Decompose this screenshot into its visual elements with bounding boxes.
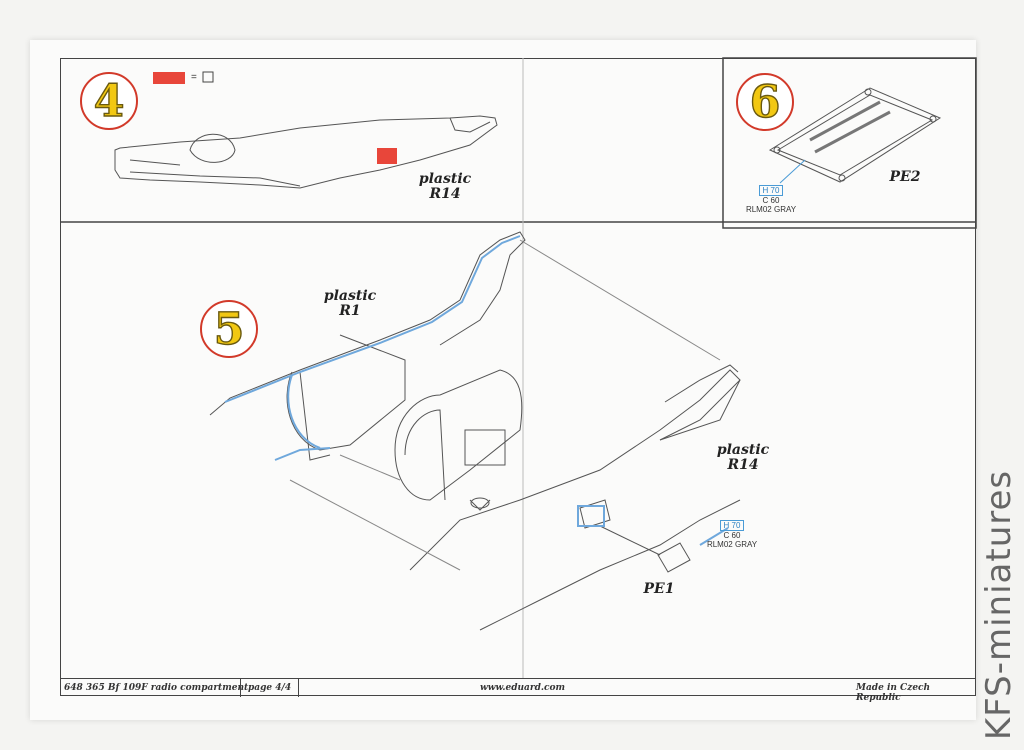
- footer-separator: [298, 679, 299, 697]
- step6-paint-hobby: H 70: [758, 185, 784, 197]
- footer-page: page 4/4: [248, 683, 292, 693]
- footer-separator: [240, 679, 241, 697]
- step6-paint-acrylic: C 60: [762, 196, 780, 206]
- step5-paint-acrylic: C 60: [723, 531, 741, 541]
- step5-r14-label: plastic R14: [708, 443, 778, 472]
- step5-paint-name: RLM02 GRAY: [706, 540, 758, 550]
- step4-part-label: plastic R14: [410, 172, 480, 201]
- watermark-text: KFS-miniatures: [979, 469, 1019, 741]
- step5-r14-material: plastic: [716, 442, 770, 458]
- step6-pe2-plate: [768, 87, 942, 184]
- legend-open-icon: [202, 71, 214, 83]
- step5-r14-code: R14: [727, 456, 759, 473]
- legend-equals: =: [191, 72, 197, 83]
- step6-paint-callout: H 70 C 60 RLM02 GRAY: [739, 185, 803, 215]
- step-4-number: 4: [80, 72, 138, 130]
- step4-remove-area: [377, 148, 397, 164]
- step4-fuselage-side-view: [114, 115, 498, 189]
- legend-remove-swatch: [153, 72, 185, 84]
- step-5-number: 5: [200, 300, 258, 358]
- step5-r1-label: plastic R1: [315, 289, 385, 318]
- watermark: KFS-miniatures: [976, 470, 1022, 740]
- step6-paint-name: RLM02 GRAY: [745, 205, 797, 215]
- step6-panel: [722, 57, 977, 229]
- footer-origin: Made in Czech Republic: [856, 683, 931, 703]
- step5-pe1-label: PE1: [634, 582, 684, 597]
- footer-url: www.eduard.com: [480, 683, 566, 693]
- step5-r1-material: plastic: [323, 288, 377, 304]
- instruction-sheet: [30, 40, 976, 720]
- sheet-footer: 648 365 Bf 109F radio compartment page 4…: [60, 678, 976, 703]
- step6-pe2-code: PE2: [889, 169, 921, 185]
- step6-pe2-label: PE2: [880, 170, 930, 185]
- step4-part-code: R14: [429, 185, 461, 202]
- footer-product: 648 365 Bf 109F radio compartment: [64, 683, 249, 693]
- step5-pe1-code: PE1: [643, 581, 675, 597]
- instruction-frame: [60, 58, 976, 696]
- step5-fuselage-assembly: [209, 231, 741, 631]
- step5-r1-code: R1: [339, 302, 361, 319]
- step5-paint-hobby: H 70: [719, 520, 745, 532]
- step5-paint-callout: H 70 C 60 RLM02 GRAY: [700, 520, 764, 550]
- step-6-number: 6: [736, 73, 794, 131]
- step4-part-material: plastic: [418, 171, 472, 187]
